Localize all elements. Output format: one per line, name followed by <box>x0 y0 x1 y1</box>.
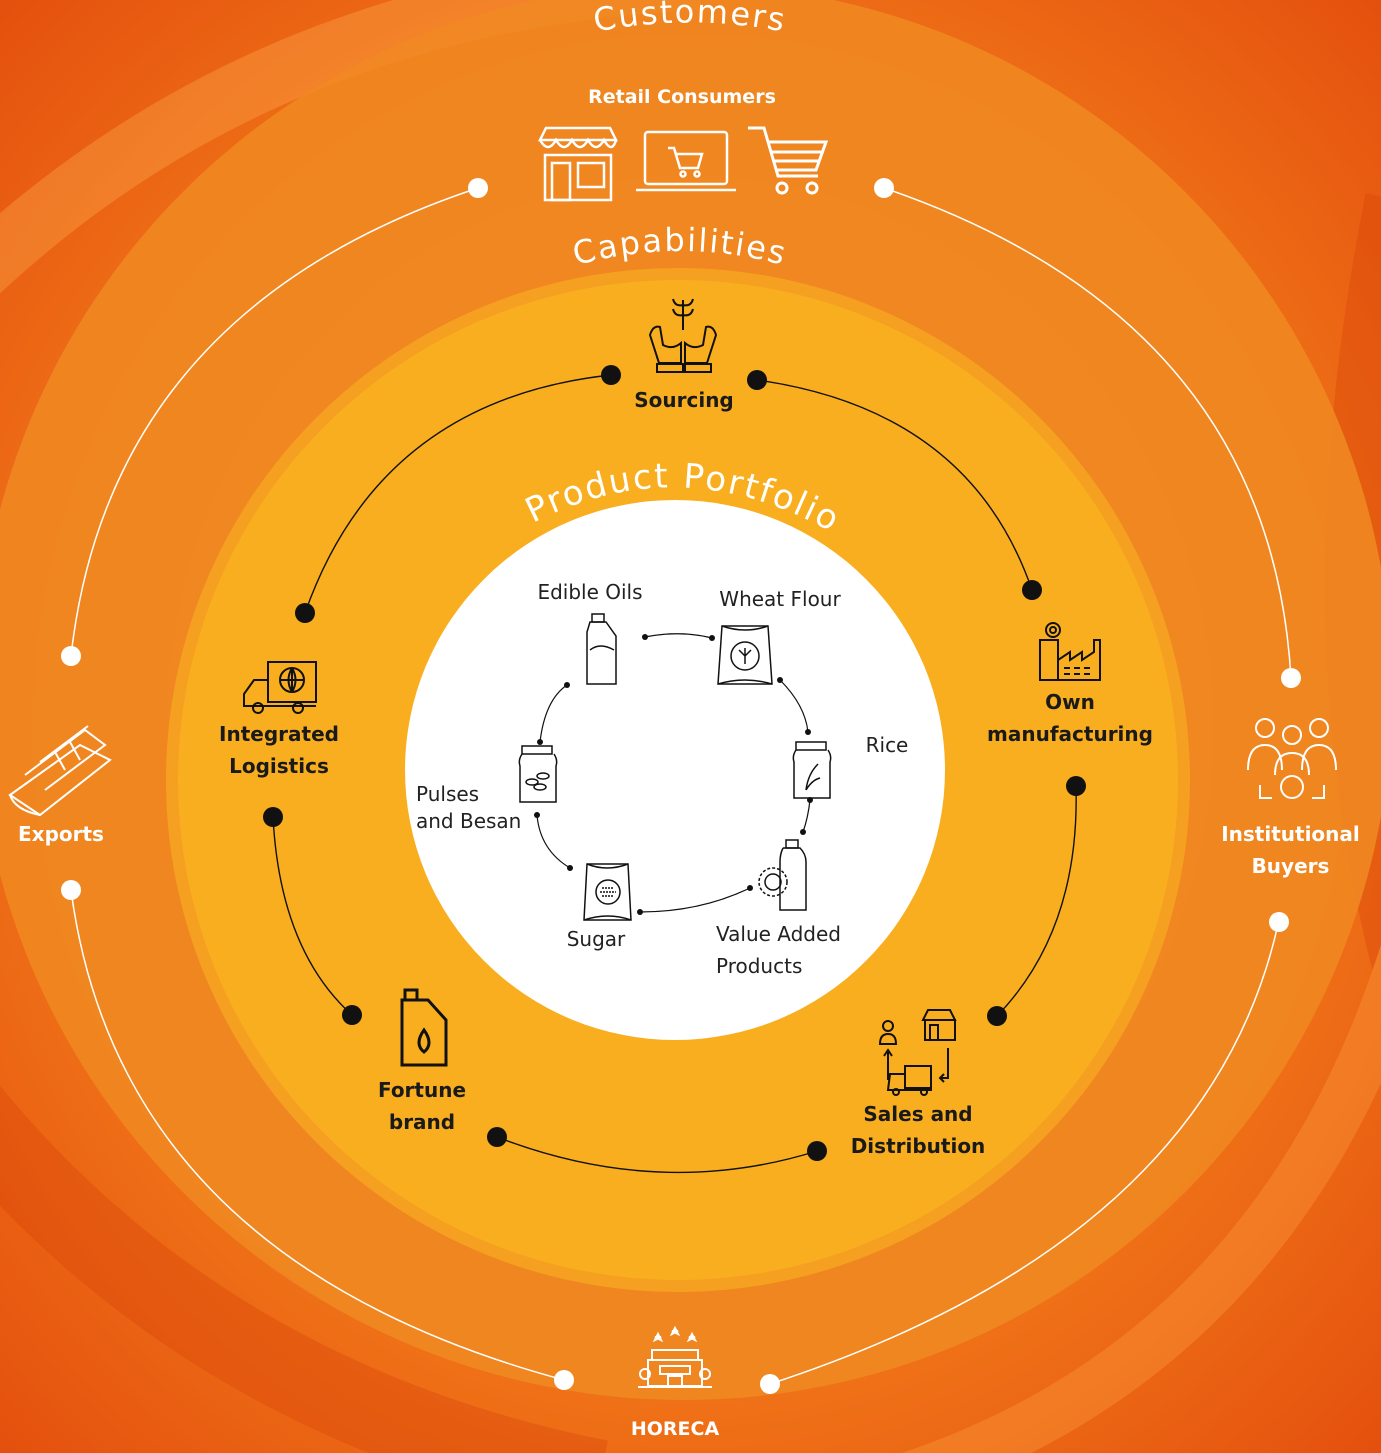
hands-wheat-icon <box>648 298 718 373</box>
customer-dots <box>61 178 1301 1394</box>
institutional-buyers-label: Institutional Buyers <box>1221 822 1360 878</box>
truck-globe-icon <box>243 661 317 714</box>
rice-jar-icon <box>792 741 832 799</box>
sunflower-oil-icon <box>758 839 807 911</box>
integrated-logistics-label: Integrated Logistics <box>219 722 339 778</box>
shopping-cart-icon <box>748 126 829 195</box>
retail-consumers-label: Retail Consumers <box>588 86 776 108</box>
rice-label: Rice <box>865 733 909 757</box>
customer-connectors <box>70 187 1292 1385</box>
horeca-label: HORECA <box>630 1418 720 1440</box>
cargo-ship-icon <box>8 725 112 817</box>
sugar-sack-icon <box>583 863 632 921</box>
exports-label: Exports <box>18 822 104 846</box>
own-manufacturing-label: Own manufacturing <box>987 690 1153 746</box>
wheat-flour-label: Wheat Flour <box>719 587 841 611</box>
fortune-brand-label: Fortune brand <box>377 1078 467 1134</box>
delivery-store-icon <box>878 1009 957 1096</box>
edible-oils-label: Edible Oils <box>537 580 643 604</box>
pulses-besan-label: Pulses and Besan <box>416 782 522 833</box>
sugar-label: Sugar <box>566 927 626 951</box>
pulses-jar-icon <box>518 745 558 803</box>
institutional-buyers-icon <box>1247 718 1337 799</box>
sourcing-label: Sourcing <box>634 388 734 412</box>
sales-distribution-label: Sales and Distribution <box>850 1102 986 1158</box>
capability-dots <box>263 365 1086 1161</box>
oil-can-icon <box>400 988 448 1067</box>
flour-sack-icon <box>717 625 773 685</box>
factory-gear-icon <box>1039 622 1101 681</box>
oil-bottle-icon <box>586 613 617 685</box>
store-icon <box>537 126 619 202</box>
portfolio-center <box>405 500 945 1040</box>
value-added-products-label: Value Added Products <box>716 922 841 978</box>
hotel-icon <box>638 1325 712 1388</box>
laptop-cart-icon <box>636 130 736 192</box>
capability-connectors <box>272 374 1077 1174</box>
